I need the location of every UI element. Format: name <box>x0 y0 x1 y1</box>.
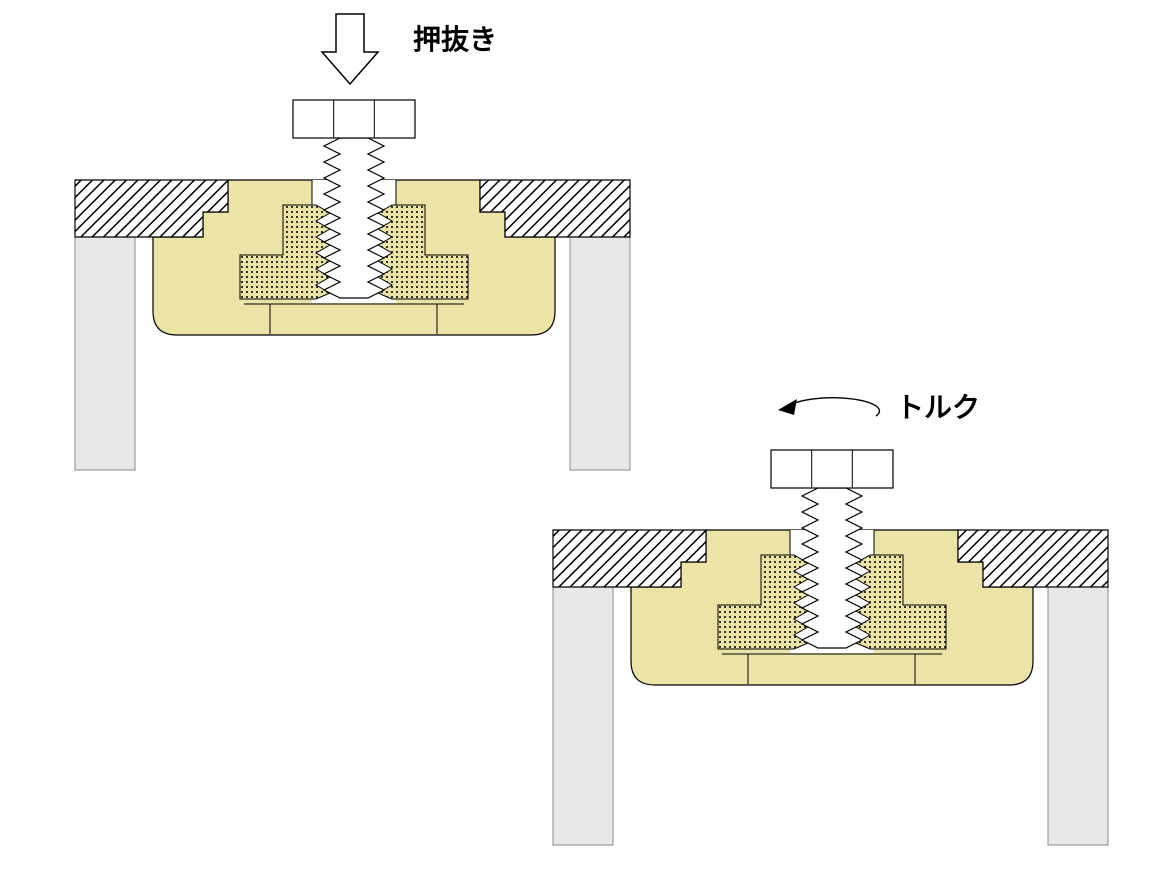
rotation-arrow-icon <box>778 397 881 417</box>
support-block-left-2 <box>552 586 614 846</box>
push-out-label: 押抜き <box>413 23 498 56</box>
clinch-nut-assembly-torque <box>552 449 1109 686</box>
clinch-nut-assembly-pushout <box>74 99 631 336</box>
down-block-arrow-icon <box>320 13 380 86</box>
support-block-right-2 <box>1047 586 1109 846</box>
torque-label: トルク <box>896 391 981 424</box>
support-block-left-1 <box>74 236 136 471</box>
support-block-right-1 <box>569 236 631 471</box>
